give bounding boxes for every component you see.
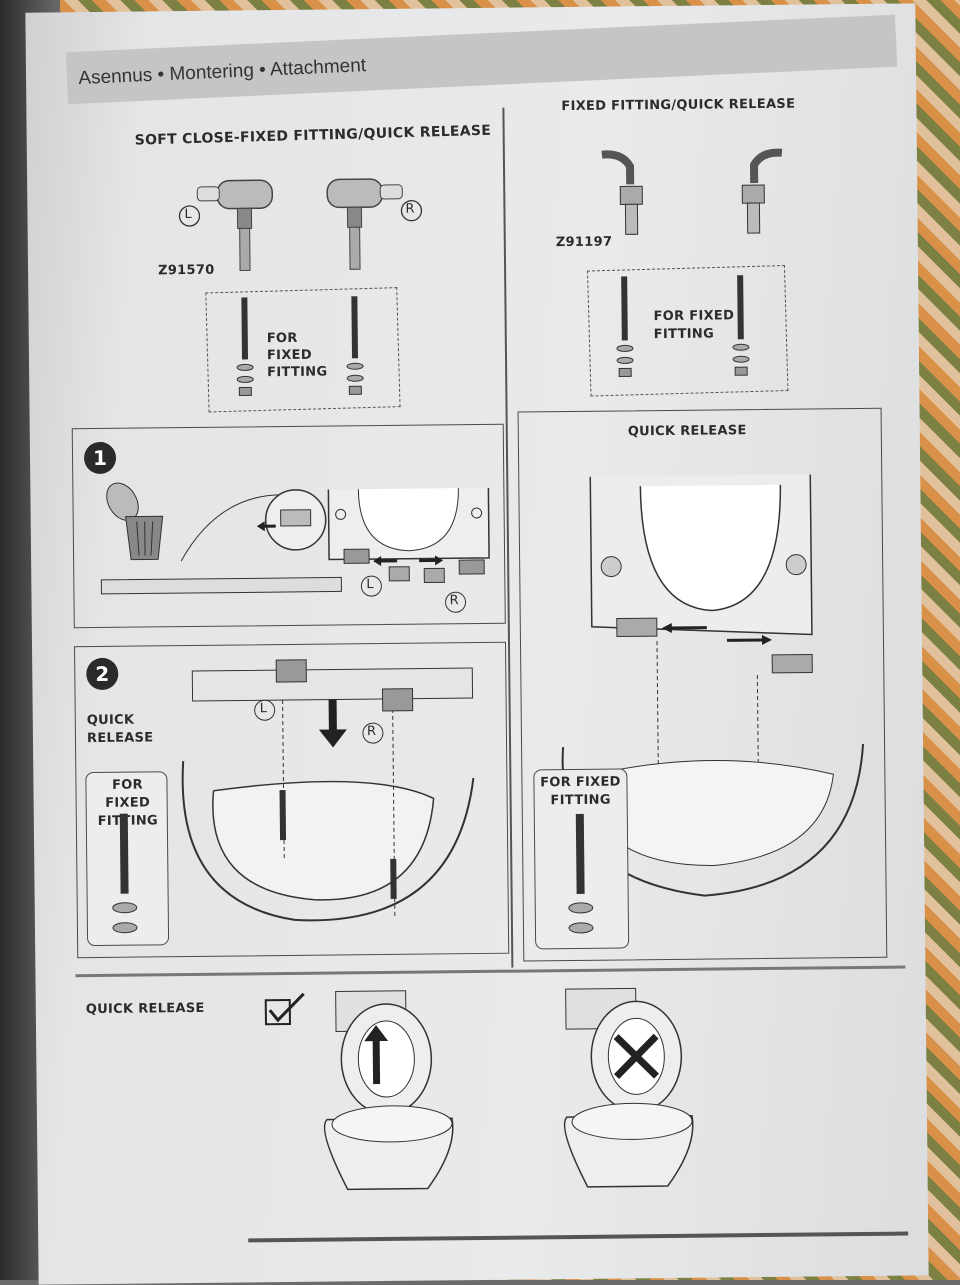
- header-bar: [66, 15, 898, 105]
- soft-close-title: SOFT CLOSE-FIXED FITTING/QUICK RELEASE: [135, 123, 492, 149]
- step1-right-letter: R: [449, 593, 459, 608]
- step2-number: 2: [86, 658, 118, 690]
- part-code-left: Z91570: [158, 263, 215, 279]
- step2-right-letter: R: [367, 724, 377, 739]
- footer-divider: [248, 1232, 908, 1243]
- hinge-left-letter: L: [184, 207, 192, 222]
- toilet-bowl-diagram: [172, 658, 505, 951]
- hinge-removal-diagram: [180, 479, 341, 601]
- step2-quick-release-label: QUICK RELEASE: [87, 711, 167, 748]
- pin-right-icon: [722, 145, 793, 246]
- step1-number: 1: [84, 442, 116, 474]
- step2-bolt-icon: [104, 811, 145, 941]
- part-code-right: Z91197: [556, 235, 613, 251]
- hinge-right-letter: R: [405, 202, 415, 217]
- step1-left-letter: L: [366, 577, 374, 592]
- quick-release-title: QUICK RELEASE: [628, 423, 747, 439]
- bottom-quick-release-title: QUICK RELEASE: [86, 1001, 205, 1017]
- pin-left-icon: [592, 146, 663, 247]
- toilet-wrong-diagram: [536, 986, 718, 1208]
- trash-bin-icon: [100, 481, 181, 562]
- fixed-fitting-label-left: FOR FIXED FITTING: [267, 329, 348, 381]
- seat-underside-diagram: [318, 468, 500, 620]
- toilet-correct-diagram: [296, 988, 478, 1210]
- quick-release-bolt-icon: [560, 812, 601, 942]
- instruction-sheet: Asennus • Montering • Attachment SOFT CL…: [25, 3, 928, 1284]
- fixed-fitting-label-right: FOR FIXED FITTING: [653, 307, 738, 344]
- bottom-divider: [75, 966, 905, 978]
- quick-release-fixed-label: FOR FIXED FITTING: [539, 773, 621, 810]
- fixed-quick-title: FIXED FITTING/QUICK RELEASE: [561, 97, 795, 114]
- step2-left-letter: L: [260, 701, 268, 716]
